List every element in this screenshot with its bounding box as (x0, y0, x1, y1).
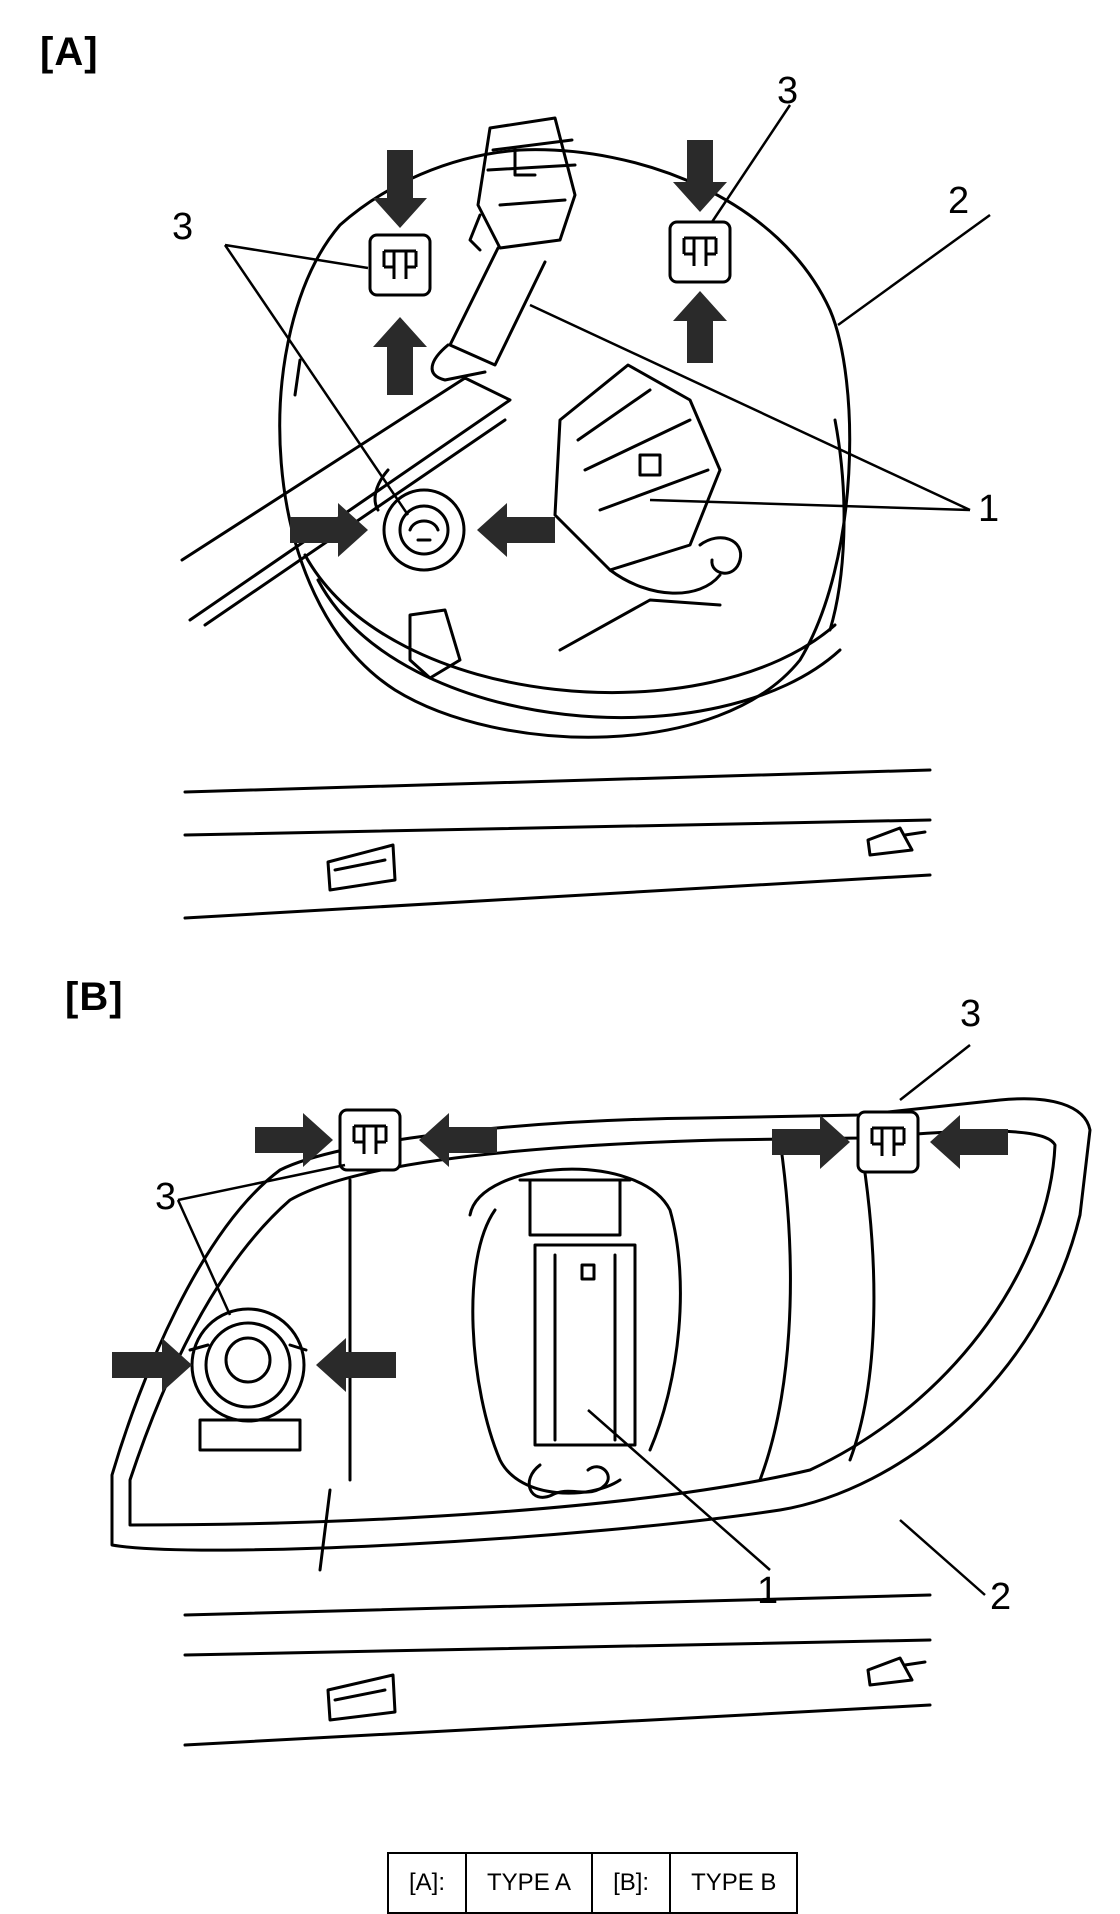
arrow-left-icon (930, 1115, 1008, 1169)
panel-a-callout-bulb: 1 (978, 488, 1000, 530)
panel-b-arrows (112, 1113, 1008, 1392)
panel-b-bumper (183, 1593, 932, 1747)
panel-b-callout-clip-right: 3 (960, 993, 982, 1035)
panel-a-socket (382, 488, 466, 572)
panel-b-callout-bulb: 1 (757, 1570, 779, 1612)
arrow-right-icon (112, 1338, 192, 1392)
arrow-up-icon (373, 317, 427, 395)
panel-a-title: [A] (40, 30, 99, 74)
panel-a-clip-right (668, 220, 732, 284)
legend-a-value: TYPE A (465, 1852, 594, 1914)
panel-b-clip-right (856, 1110, 920, 1174)
arrow-left-icon (316, 1338, 396, 1392)
type-legend: [A]: TYPE A [B]: TYPE B (386, 1852, 799, 1914)
legend-a-key: [A]: (386, 1852, 468, 1914)
panel-b-callout-clip-left: 3 (155, 1176, 177, 1218)
panel-a-lamp-housing (278, 148, 852, 739)
panel-b-callout-lamp: 2 (990, 1576, 1012, 1618)
arrow-right-icon (772, 1115, 850, 1169)
arrow-left-icon (419, 1113, 497, 1167)
panel-a-callout-lamp: 2 (948, 180, 970, 222)
arrow-left-icon (477, 503, 555, 557)
legend-b-value: TYPE B (669, 1852, 799, 1914)
panel-a-bumper (183, 768, 932, 920)
arrow-down-icon (373, 150, 427, 228)
panel-a-cover-stay (180, 376, 512, 622)
arrow-down-icon (673, 140, 727, 212)
panel-b-socket (190, 1307, 306, 1423)
panel-a-connector (476, 116, 577, 250)
panel-a-drawing (180, 116, 932, 920)
arrow-up-icon (673, 291, 727, 363)
panel-b-clip-left (338, 1108, 402, 1172)
panel-a-callout-clip-left: 3 (172, 206, 194, 248)
arrow-right-icon (290, 503, 368, 557)
panel-a-clip-left (368, 233, 432, 297)
panel-a-arrows (290, 140, 727, 557)
panel-a-bulb (553, 363, 722, 572)
legend-b-key: [B]: (591, 1852, 672, 1914)
panel-a-housing-rim (316, 578, 842, 720)
panel-b-title: [B] (65, 975, 124, 1019)
panel-b-bulb (471, 1208, 622, 1495)
panel-a-leaders (223, 104, 991, 516)
panel-b-leaders (176, 1044, 986, 1596)
panel-a-callout-clip-right: 3 (777, 70, 799, 112)
arrow-right-icon (255, 1113, 333, 1167)
